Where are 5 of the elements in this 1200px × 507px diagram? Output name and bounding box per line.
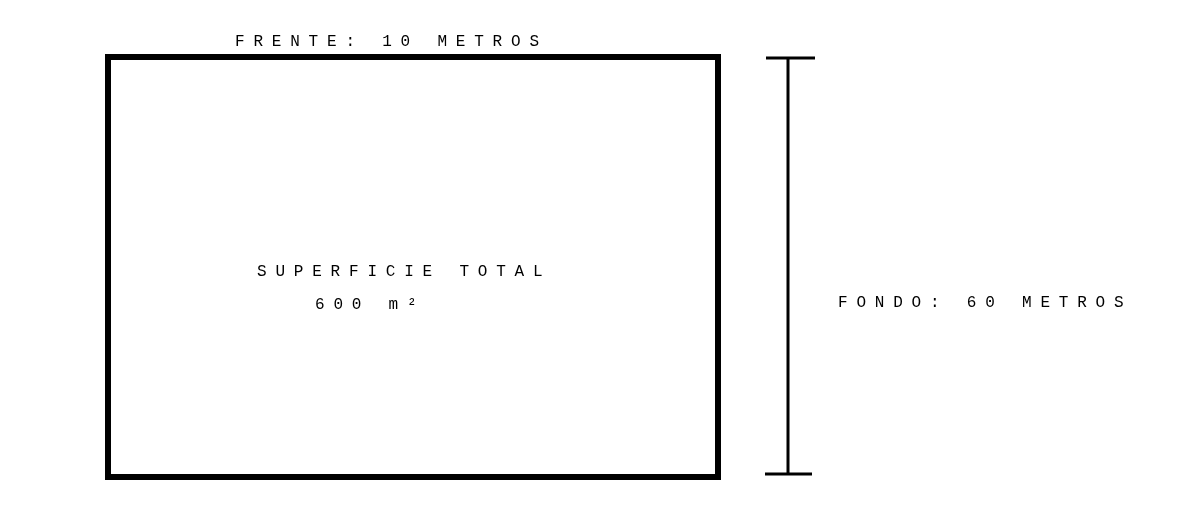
depth-dimension-label: FONDO: 60 METROS (838, 293, 1133, 314)
lot-outline (105, 54, 721, 480)
area-title: SUPERFICIE TOTAL (257, 262, 552, 283)
area-value: 600 m² (315, 295, 426, 316)
frontage-dimension-label: FRENTE: 10 METROS (235, 32, 548, 53)
